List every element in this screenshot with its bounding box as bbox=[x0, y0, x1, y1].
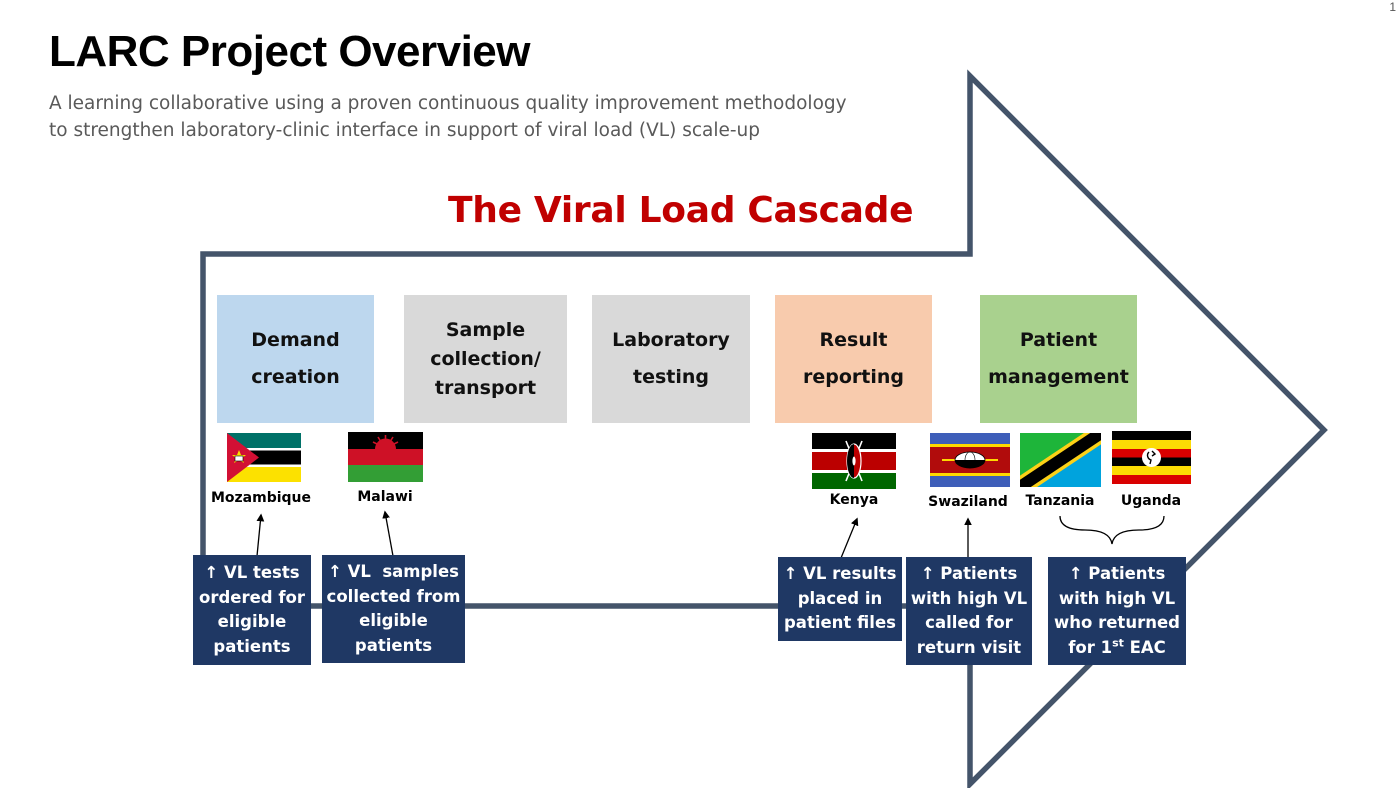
stage-label: Demand bbox=[251, 329, 340, 351]
outcome-line-superscript: st bbox=[1112, 636, 1124, 649]
outcome-line: collected from bbox=[326, 586, 461, 606]
outcome-line-prefix: for 1 bbox=[1068, 637, 1113, 657]
outcome-line: who returned bbox=[1054, 613, 1180, 632]
stage-laboratory-testing: Laboratory testing bbox=[592, 295, 750, 423]
country-label-tanzania: Tanzania bbox=[1025, 493, 1095, 509]
outcome-line: called for bbox=[925, 613, 1013, 632]
stage-label: reporting bbox=[802, 366, 904, 388]
stage-label: Sample bbox=[445, 318, 526, 341]
tanzania-flag bbox=[1020, 433, 1101, 487]
country-label-mozambique: Mozambique bbox=[210, 490, 312, 506]
outcome-line: with high VL bbox=[910, 588, 1028, 608]
stage-label: Laboratory bbox=[612, 329, 730, 351]
outcome-line: ↑ VL results bbox=[783, 564, 897, 584]
stage-sample-collection-transport: Sample collection/transport bbox=[404, 295, 567, 423]
outcome-vl-samples-collected: ↑ VL samples collected from eligible pat… bbox=[322, 555, 465, 663]
outcome-patients-called: ↑ Patients with high VL called for retur… bbox=[906, 557, 1032, 665]
page-title: LARC Project Overview bbox=[49, 27, 531, 76]
stage-label: creation bbox=[251, 366, 340, 388]
stage-label: transport bbox=[434, 376, 537, 399]
malawi-flag bbox=[348, 432, 423, 482]
outcome-line: eligible bbox=[359, 611, 428, 630]
country-label-kenya: Kenya bbox=[829, 492, 879, 508]
kenya-flag bbox=[812, 433, 896, 489]
subtitle: A learning collaborative using a proven … bbox=[49, 90, 929, 144]
stage-demand-creation: Demand creation bbox=[217, 295, 374, 423]
stage-label: Result bbox=[819, 329, 888, 351]
subtitle-line: A learning collaborative using a proven … bbox=[49, 93, 847, 114]
stage-label: testing bbox=[632, 366, 709, 388]
stage-label: management bbox=[988, 366, 1129, 388]
outcome-line: ↑ VL tests bbox=[204, 563, 300, 582]
outcome-line: patients bbox=[354, 635, 433, 655]
uganda-flag bbox=[1112, 431, 1191, 484]
outcome-line: return visit bbox=[916, 637, 1022, 657]
outcome-line: placed in bbox=[797, 588, 883, 608]
outcome-line: ↑ Patients bbox=[1068, 564, 1166, 583]
outcome-line-suffix: EAC bbox=[1123, 637, 1166, 657]
stage-patient-management: Patient management bbox=[980, 295, 1137, 423]
outcome-line: ↑ VL samples bbox=[328, 562, 459, 581]
country-label-malawi: Malawi bbox=[357, 489, 413, 505]
stage-label: collection/ bbox=[430, 347, 541, 370]
outcome-line: patient files bbox=[784, 613, 896, 633]
outcome-line: eligible bbox=[217, 612, 287, 631]
slide-number: 1 bbox=[1389, 0, 1396, 14]
mozambique-flag bbox=[227, 433, 301, 482]
outcome-line: with high VL bbox=[1058, 588, 1176, 608]
outcome-vl-results-placed: ↑ VL results placed in patient files bbox=[778, 557, 902, 641]
stage-result-reporting: Result reporting bbox=[775, 295, 932, 423]
subtitle-line: to strengthen laboratory-clinic interfac… bbox=[49, 120, 761, 141]
outcome-line: patients bbox=[213, 636, 291, 656]
country-label-uganda: Uganda bbox=[1120, 493, 1182, 509]
country-label-swaziland: Swaziland bbox=[928, 494, 1008, 510]
outcome-vl-tests-ordered: ↑ VL tests ordered for eligible patients bbox=[193, 555, 311, 665]
outcome-patients-returned: ↑ Patients with high VL who returned for… bbox=[1048, 557, 1186, 665]
stage-label: Patient bbox=[1019, 329, 1098, 351]
outcome-line: ordered for bbox=[198, 587, 305, 607]
outcome-line: for 1st EAC bbox=[1054, 636, 1180, 661]
swaziland-flag bbox=[930, 433, 1010, 487]
outcome-line: ↑ Patients bbox=[920, 564, 1018, 583]
cascade-title: The Viral Load Cascade bbox=[448, 190, 914, 231]
